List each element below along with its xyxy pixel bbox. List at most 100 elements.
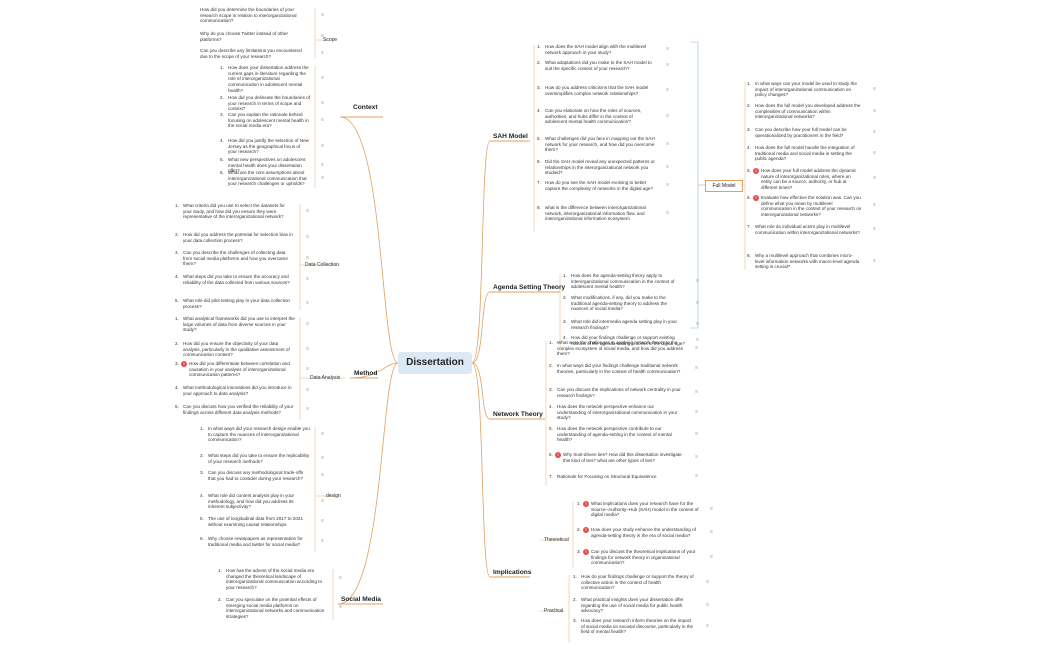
note-icon[interactable]: ≡ — [696, 299, 699, 306]
full-model-question-7[interactable]: 7.What role do individual actors play in… — [747, 224, 876, 235]
note-icon[interactable]: ≡ — [873, 175, 876, 182]
note-icon[interactable]: ≡ — [339, 575, 342, 582]
note-icon[interactable]: ≡ — [321, 32, 324, 39]
context-question-2[interactable]: 2.How did you delineate the boundaries o… — [220, 95, 324, 112]
network-question-6[interactable]: 6.Why trust-driven ties? How did this di… — [549, 452, 698, 463]
note-icon[interactable]: ≡ — [306, 386, 309, 393]
sah-question-3[interactable]: 3.How do you address criticisms that the… — [537, 85, 669, 96]
note-icon[interactable]: ≡ — [695, 408, 698, 415]
agenda-question-3[interactable]: 3.What role did intermedia agenda settin… — [563, 319, 699, 330]
note-icon[interactable]: ≡ — [873, 257, 876, 264]
network-question-4[interactable]: 4.How does the network perspective enhan… — [549, 404, 698, 421]
note-icon[interactable]: ≡ — [873, 128, 876, 135]
note-icon[interactable]: ≡ — [321, 99, 324, 106]
note-icon[interactable]: ≡ — [695, 364, 698, 371]
note-icon[interactable]: ≡ — [696, 336, 699, 343]
note-icon[interactable]: ≡ — [666, 61, 669, 68]
data-analysis-question-5[interactable]: 5.Can you discuss how you verified the r… — [175, 404, 309, 415]
note-icon[interactable]: ≡ — [706, 578, 709, 585]
network-question-3[interactable]: 3.Can you discuss the implications of ne… — [549, 387, 698, 398]
agenda-question-2[interactable]: 2.What modifications, if any, did you ma… — [563, 295, 699, 312]
note-icon[interactable]: ≡ — [321, 537, 324, 544]
note-icon[interactable]: ≡ — [321, 471, 324, 478]
note-icon[interactable]: ≡ — [321, 49, 324, 56]
note-icon[interactable]: ≡ — [873, 149, 876, 156]
practical-question-2[interactable]: 2.What practical insights does your diss… — [573, 597, 709, 614]
note-icon[interactable]: ≡ — [695, 344, 698, 351]
design-question-5[interactable]: 5.The use of longitudinal data from 2017… — [200, 516, 324, 527]
note-icon[interactable]: ≡ — [873, 225, 876, 232]
sah-question-7[interactable]: 7.How do you see the SAH model evolving … — [537, 180, 669, 191]
context-question-1[interactable]: 1.How does your dissertation address the… — [220, 65, 324, 94]
social-media-question-1[interactable]: 1.How has the advent of the social media… — [218, 568, 342, 591]
note-icon[interactable]: ≡ — [706, 622, 709, 629]
note-icon[interactable]: ≡ — [306, 299, 309, 306]
section-implications[interactable]: Implications — [493, 569, 532, 576]
context-question-3[interactable]: 3.Can you explain the rationale behind f… — [220, 112, 324, 129]
note-icon[interactable]: ≡ — [873, 202, 876, 209]
sah-question-1[interactable]: 1.How does the SAH model align with the … — [537, 44, 669, 55]
note-icon[interactable]: ≡ — [306, 233, 309, 240]
note-icon[interactable]: ≡ — [321, 161, 324, 168]
note-icon[interactable]: ≡ — [306, 365, 309, 372]
group-design[interactable]: design — [326, 493, 341, 499]
note-icon[interactable]: ≡ — [321, 497, 324, 504]
design-question-4[interactable]: 4.What role did content analysis play in… — [200, 493, 324, 510]
note-icon[interactable]: ≡ — [321, 430, 324, 437]
note-icon[interactable]: ≡ — [666, 209, 669, 216]
note-icon[interactable]: ≡ — [321, 142, 324, 149]
social-media-question-2[interactable]: 2.Can you speculate on the potential eff… — [218, 597, 342, 620]
section-network-theory[interactable]: Network Theory — [493, 411, 543, 418]
practical-question-1[interactable]: 1.How do your findings challenge or supp… — [573, 574, 709, 591]
note-icon[interactable]: ≡ — [873, 107, 876, 114]
group-scope[interactable]: Scope — [323, 37, 338, 43]
section-context[interactable]: Context — [353, 104, 378, 111]
note-icon[interactable]: ≡ — [696, 320, 699, 327]
note-icon[interactable]: ≡ — [321, 517, 324, 524]
full-model-question-5[interactable]: 5.How does your full model address the d… — [747, 168, 876, 191]
note-icon[interactable]: ≡ — [306, 254, 309, 261]
note-icon[interactable]: ≡ — [666, 163, 669, 170]
note-icon[interactable]: ≡ — [666, 112, 669, 119]
note-icon[interactable]: ≡ — [306, 207, 309, 214]
sah-question-4[interactable]: 4.Can you elaborate on how the roles of … — [537, 108, 669, 125]
data-analysis-question-1[interactable]: 1.What analytical frameworks did you use… — [175, 316, 309, 333]
scope-question-3[interactable]: Can you describe any limitations you enc… — [200, 48, 324, 59]
context-question-4[interactable]: 4.How did you justify the selection of N… — [220, 138, 324, 155]
design-question-3[interactable]: 3.Can you discuss any methodological tra… — [200, 470, 324, 481]
note-icon[interactable]: ≡ — [695, 453, 698, 460]
group-data-analysis[interactable]: Data Analysis — [310, 375, 341, 381]
note-icon[interactable]: ≡ — [666, 86, 669, 93]
note-icon[interactable]: ≡ — [695, 388, 698, 395]
data-collection-question-4[interactable]: 4.What steps did you take to ensure the … — [175, 274, 309, 285]
data-collection-question-1[interactable]: 1.What criteria did you use to select th… — [175, 203, 309, 220]
design-question-2[interactable]: 2.What steps did you take to ensure the … — [200, 453, 324, 464]
full-model-question-1[interactable]: 1.In what ways can your model be used to… — [747, 81, 876, 98]
full-model-question-4[interactable]: 4.How does the full model handle the int… — [747, 145, 876, 162]
note-icon[interactable]: ≡ — [321, 174, 324, 181]
full-model-question-6[interactable]: 6.Evaluate how effective the solution wa… — [747, 195, 876, 218]
practical-question-3[interactable]: 3.How does your research inform theories… — [573, 618, 709, 635]
note-icon[interactable]: ≡ — [710, 505, 713, 512]
note-icon[interactable]: ≡ — [695, 472, 698, 479]
note-icon[interactable]: ≡ — [306, 405, 309, 412]
data-collection-question-2[interactable]: 2.How did you address the potential for … — [175, 232, 309, 243]
theoretical-question-1[interactable]: 1.What implications does your research h… — [577, 501, 713, 518]
agenda-question-4[interactable]: 4.How did your findings challenge or sup… — [563, 335, 699, 346]
note-icon[interactable]: ≡ — [321, 75, 324, 82]
theoretical-question-3[interactable]: 3.Can you discuss the theoretical implic… — [577, 549, 713, 566]
context-question-6[interactable]: 6.What are the core assumptions about in… — [220, 170, 324, 187]
note-icon[interactable]: ≡ — [339, 604, 342, 611]
root-topic[interactable]: Dissertation — [398, 352, 472, 374]
context-question-5[interactable]: 5.What new perspectives on adolescent me… — [220, 157, 324, 174]
group-full-model[interactable]: Full Model — [705, 180, 743, 192]
group-theoretical[interactable]: Theoretical — [544, 537, 569, 543]
network-question-1[interactable]: 1.What were the challenges in applying n… — [549, 340, 698, 357]
note-icon[interactable]: ≡ — [306, 345, 309, 352]
note-icon[interactable]: ≡ — [666, 140, 669, 147]
data-analysis-question-4[interactable]: 4.What methodological innovations did yo… — [175, 385, 309, 396]
data-collection-question-5[interactable]: 5.What role did pilot testing play in yo… — [175, 298, 309, 309]
note-icon[interactable]: ≡ — [321, 116, 324, 123]
note-icon[interactable]: ≡ — [321, 454, 324, 461]
agenda-question-1[interactable]: 1.How does the agenda-setting theory app… — [563, 273, 699, 290]
